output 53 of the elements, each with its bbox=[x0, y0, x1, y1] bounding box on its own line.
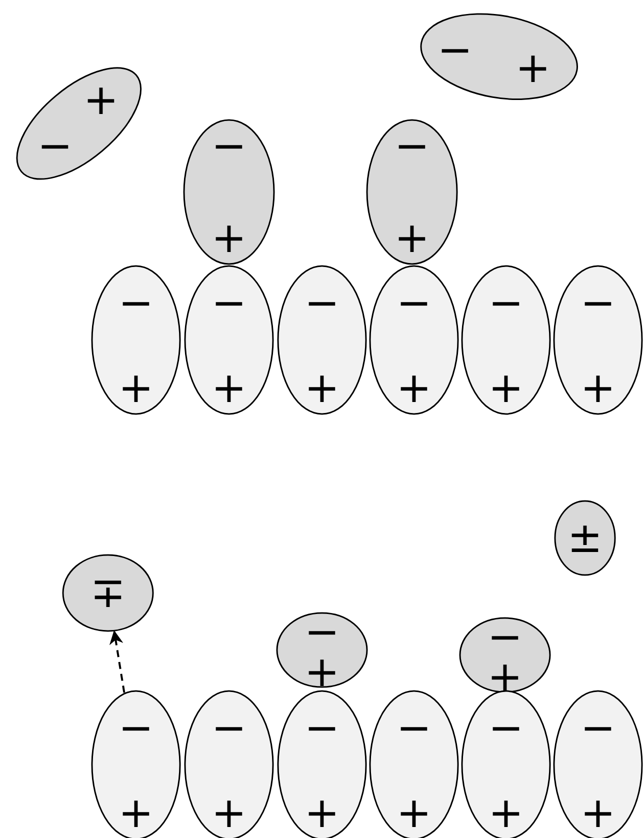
charge-sign: − bbox=[487, 616, 523, 658]
charge-sign: + bbox=[396, 367, 432, 409]
ion-circle bbox=[554, 500, 616, 576]
dipole-ellipse bbox=[461, 265, 551, 415]
dipole-ellipse bbox=[277, 265, 367, 415]
dipole-ellipse bbox=[553, 265, 643, 415]
charge-sign: − bbox=[304, 282, 340, 324]
charge-sign: − bbox=[211, 125, 247, 167]
charge-sign: + bbox=[83, 78, 119, 121]
charge-sign: + bbox=[304, 792, 340, 834]
charge-sign: − bbox=[118, 282, 154, 324]
charge-sign: + bbox=[304, 651, 340, 693]
charge-sign: + bbox=[580, 367, 616, 409]
charge-sign: − bbox=[211, 282, 247, 324]
charge-sign: + bbox=[488, 792, 524, 834]
charge-sign: − bbox=[211, 707, 247, 749]
charge-sign: − bbox=[394, 125, 430, 167]
charge-sign: + bbox=[396, 792, 432, 834]
charge-sign: + bbox=[488, 367, 524, 409]
dipole-ellipse bbox=[366, 119, 458, 265]
charge-sign: + bbox=[487, 656, 523, 698]
charge-sign: − bbox=[580, 707, 616, 749]
charge-sign: + bbox=[211, 792, 247, 834]
charge-sign: − bbox=[396, 282, 432, 324]
charge-sign: − bbox=[37, 124, 73, 167]
charge-sign: − bbox=[396, 707, 432, 749]
charge-sign: − bbox=[437, 28, 473, 71]
charge-sign: + bbox=[211, 367, 247, 409]
ion-circle bbox=[62, 554, 154, 632]
dipole-ellipse bbox=[420, 13, 578, 101]
charge-sign: − bbox=[580, 282, 616, 324]
arrow bbox=[109, 630, 126, 693]
dipole-ellipse bbox=[369, 265, 459, 415]
dipole-ellipse bbox=[183, 119, 275, 265]
charge-sign: ± bbox=[567, 517, 603, 559]
charge-sign: + bbox=[211, 217, 247, 259]
charge-sign: + bbox=[580, 792, 616, 834]
charge-sign: + bbox=[118, 792, 154, 834]
charge-sign: − bbox=[304, 611, 340, 653]
charge-sign: − bbox=[488, 282, 524, 324]
dipole-ellipse bbox=[184, 265, 274, 415]
dipole-ellipse bbox=[276, 612, 368, 688]
dipole-ellipse bbox=[459, 617, 551, 693]
dipole-ellipse bbox=[16, 66, 142, 180]
dipole-ellipse bbox=[91, 265, 181, 415]
charge-sign: ∓ bbox=[90, 572, 126, 614]
charge-sign: + bbox=[304, 367, 340, 409]
charge-sign: − bbox=[118, 707, 154, 749]
charge-sign: + bbox=[515, 46, 551, 89]
charge-sign: − bbox=[304, 707, 340, 749]
charge-sign: + bbox=[394, 217, 430, 259]
charge-sign: − bbox=[488, 707, 524, 749]
charge-sign: + bbox=[118, 367, 154, 409]
